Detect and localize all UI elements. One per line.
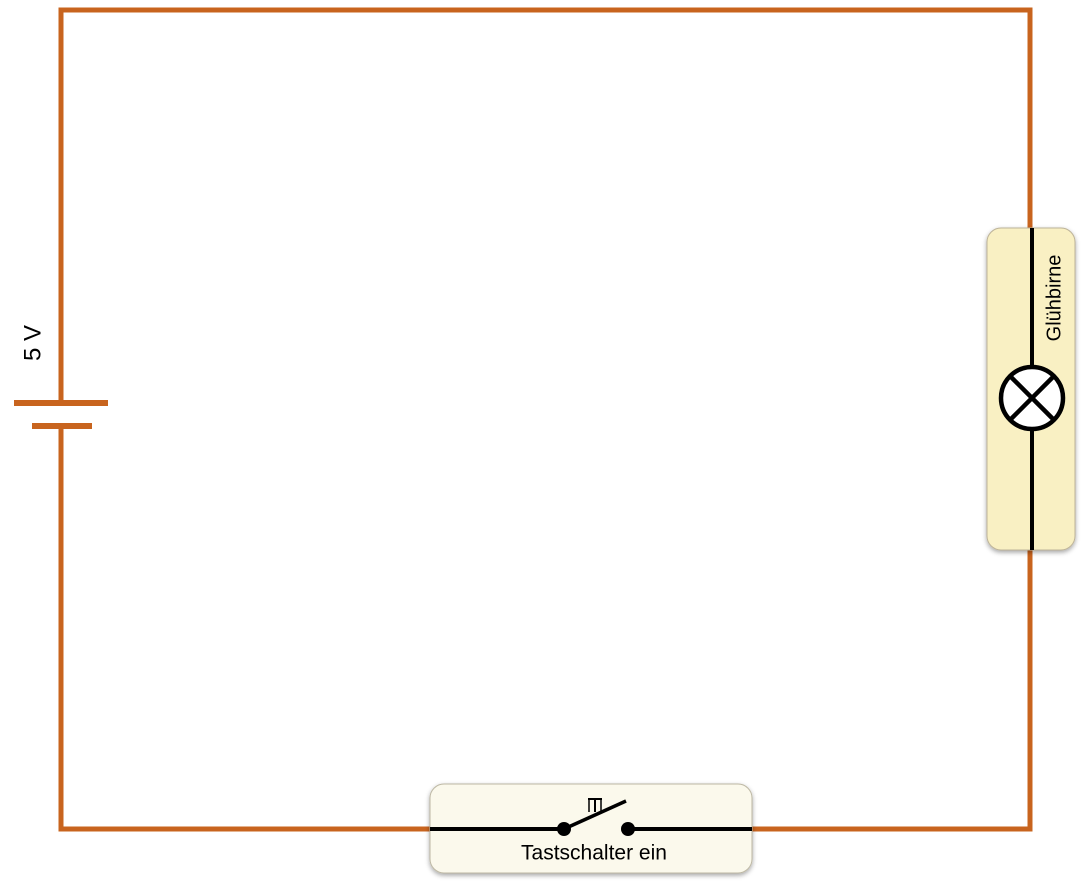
lamp-icon — [998, 364, 1066, 432]
battery-voltage-label: 5 V — [19, 325, 46, 361]
lamp-component[interactable]: Glühbirne — [986, 227, 1076, 551]
wire-bottom-right — [749, 547, 1033, 832]
battery[interactable]: 5 V — [14, 325, 108, 429]
switch-component[interactable]: Tastschalter ein — [429, 783, 753, 874]
pushbutton-switch-icon — [557, 798, 635, 836]
lamp-label: Glühbirne — [1043, 255, 1065, 342]
switch-label: Tastschalter ein — [521, 842, 667, 865]
wire-left-top — [58, 7, 1033, 405]
